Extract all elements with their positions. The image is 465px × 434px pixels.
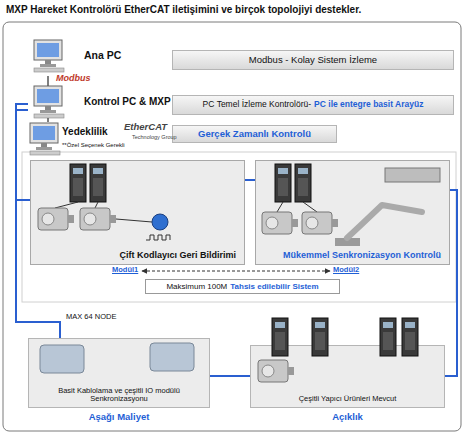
servo-motor (38, 208, 74, 230)
encoder-symbol (152, 214, 168, 230)
logo-text: Modbus (56, 74, 91, 84)
node-subtext: Tahsis edilebilir Sistem (230, 282, 318, 291)
servo-drive (275, 164, 291, 202)
servo-drive (70, 164, 86, 202)
servo-motor (150, 343, 194, 371)
title-text: MXP Hareket Kontrolörü EtherCAT iletişim… (6, 4, 461, 15)
feature-band: PC Temel İzleme Kontrolörü-PC ile entegr… (172, 95, 454, 115)
computer-node: Ana PC (28, 38, 158, 76)
node-subtext: **Özel Seçenek Gerekli (62, 142, 125, 149)
node-subtext: Aşağı Maliyet (29, 412, 209, 423)
servo-drive (272, 318, 288, 356)
servo-motor (40, 345, 84, 373)
servo-motor (80, 208, 116, 230)
feature-box: Çeşitli Yapıcı Ürünleri MevcutAçıklık (250, 345, 445, 408)
network-line (245, 179, 255, 181)
cable (277, 202, 317, 212)
network-line (210, 375, 250, 377)
computer-icon (30, 123, 60, 155)
node-text: Yedeklilik (62, 126, 108, 138)
computer-icon (34, 86, 64, 118)
network-line (47, 118, 49, 122)
module-area-frame (22, 152, 456, 302)
pulse-signal (146, 235, 170, 240)
servo-motor (258, 360, 294, 382)
node-subtext: PC ile entegre basit Arayüz (314, 100, 423, 110)
servo-motor (302, 212, 338, 234)
module-label: Modül2 (333, 266, 359, 274)
range-arrow (142, 271, 330, 272)
node-text: Mükemmel Senkronizasyon Kontrolü (283, 250, 441, 260)
servo-drive (312, 318, 328, 356)
servo-drive (385, 168, 440, 182)
module-box: Çift Kodlayıcı Geri Bildirimi (30, 160, 245, 265)
network-line (16, 110, 60, 338)
node-text: Kontrol PC & MXP (84, 96, 171, 108)
node-text: Çeşitli Yapıcı Ürünleri Mevcut (255, 395, 440, 404)
node-text: Modbus - Kolay Sistem İzleme (249, 55, 377, 66)
module-label: Modül1 (112, 266, 138, 274)
node-text: Ana PC (84, 49, 121, 61)
servo-drive (402, 318, 418, 356)
cable (116, 219, 152, 222)
logo-text: EtherCAT (124, 122, 167, 132)
servo-drive (380, 318, 396, 356)
feature-band: Modbus - Kolay Sistem İzleme (172, 50, 454, 70)
computer-node: Kontrol PC & MXP (28, 86, 168, 118)
servo-drive (90, 164, 106, 202)
node-text: Çift Kodlayıcı Geri Bildirimi (119, 250, 236, 260)
info-box: Maksimum 100MTahsis edilebilir Sistem (145, 279, 340, 294)
node-subtext: Açıklık (251, 412, 444, 423)
node-text: Maksimum 100M (166, 282, 227, 291)
feature-box: Basit Kablolama ve çeşitli IO modülü Sen… (28, 338, 210, 408)
robot-base (335, 238, 360, 246)
node-text: Basit Kablolama ve çeşitli IO modülü Sen… (33, 387, 205, 404)
network-line (47, 76, 49, 86)
robot-arm (347, 205, 422, 238)
module-box: Mükemmel Senkronizasyon Kontrolü (255, 160, 450, 265)
node-text: PC Temel İzleme Kontrolörü- (203, 100, 312, 110)
computer-icon (34, 40, 64, 72)
network-line (445, 190, 457, 376)
servo-drive (295, 164, 311, 202)
network-line (16, 104, 30, 200)
cable (55, 202, 98, 208)
outer-frame (3, 22, 461, 431)
logo-subtext: Technology Group (132, 134, 177, 140)
servo-motor (262, 212, 298, 234)
feature-band: Gerçek Zamanlı Kontrolü (172, 125, 337, 143)
node-count-label: MAX 64 NODE (66, 313, 116, 321)
node-text: Gerçek Zamanlı Kontrolü (198, 129, 311, 140)
